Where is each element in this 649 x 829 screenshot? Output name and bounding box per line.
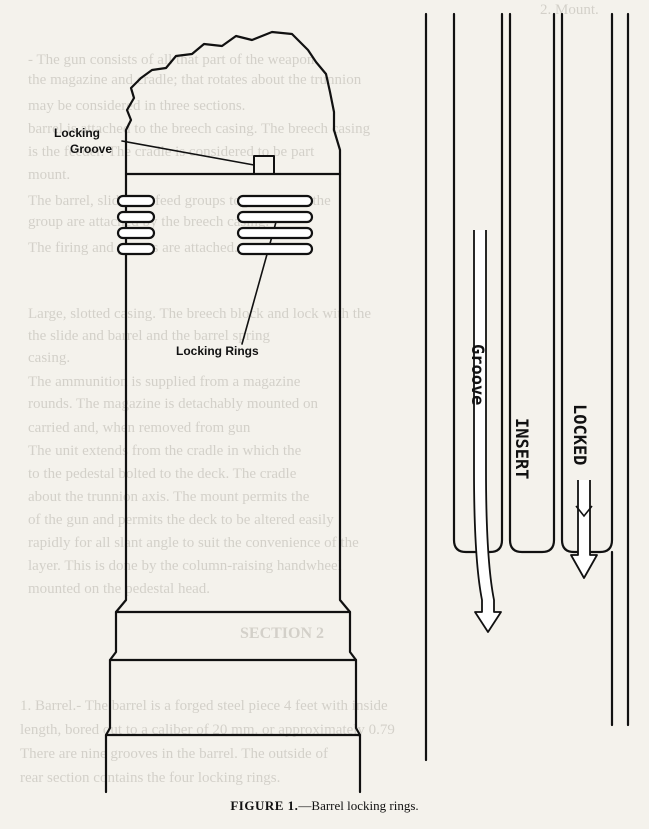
barrel-drawing	[104, 30, 362, 794]
bleed-line: rounds. The magazine is detachably mount…	[28, 396, 319, 412]
locking-ring	[116, 226, 156, 240]
bleed-line: The ammunition is supplied from a magazi…	[28, 374, 301, 390]
locking-rings-left	[116, 194, 156, 256]
bleed-line: the slide and barrel and the barrel spri…	[28, 328, 270, 344]
locking-ring	[236, 226, 314, 240]
locking-ring	[116, 194, 156, 208]
bleed-line: layer. This is done by the column-raisin…	[28, 558, 342, 574]
caption-title: Barrel locking rings.	[311, 798, 419, 813]
bleed-line: of the gun and permits the deck to be al…	[28, 512, 334, 528]
bleed-line: Large, slotted casing. The breech block …	[28, 306, 371, 322]
bleed-line: The unit extends from the cradle in whic…	[28, 443, 302, 459]
bleed-line: to the pedestal bolted to the deck. The …	[28, 466, 297, 482]
barrel-outline	[104, 30, 362, 794]
locking-ring	[236, 242, 314, 256]
bleed-line: the magazine and cradle; that rotates ab…	[28, 72, 362, 88]
locking-groove-label: Locking	[54, 126, 100, 140]
locking-groove-label: Groove	[70, 142, 112, 156]
bleed-through-text: 2. Mount. - The gun consists of all that…	[20, 2, 599, 786]
locking-ring	[236, 194, 314, 208]
bleed-line: may be considered in three sections.	[28, 98, 245, 114]
locking-ring	[116, 210, 156, 224]
locking-rings-leader	[241, 221, 277, 345]
bleed-line: carried and, when removed from gun	[28, 420, 251, 436]
bleed-line: rapidly for all slant angle to suit the …	[28, 535, 359, 551]
bleed-line: mount.	[28, 167, 70, 183]
figure-caption: FIGURE 1.—Barrel locking rings.	[0, 798, 649, 814]
locking-rings-label: Locking Rings	[176, 344, 259, 358]
bleed-line: barrel is attached to the breech casing.…	[28, 121, 371, 137]
bleed-line: 1. Barrel.- The barrel is a forged steel…	[20, 698, 388, 714]
figure-number: FIGURE 1.	[230, 798, 299, 813]
caption-dash: —	[298, 798, 312, 813]
locked-marks	[575, 505, 593, 518]
bleed-line: There are nine grooves in the barrel. Th…	[20, 746, 328, 762]
locking-ring	[116, 242, 156, 256]
locking-rings-right	[236, 194, 314, 256]
bleed-line: rear section contains the four locking r…	[20, 770, 280, 786]
bleed-line: is the feeder. The cradle is considered …	[28, 144, 315, 160]
insert-arrow	[473, 230, 598, 633]
groove-label: Groove	[467, 344, 487, 405]
locked-label: LOCKED	[569, 404, 589, 465]
groove-channels	[424, 12, 630, 762]
locked-channel	[560, 12, 614, 554]
insert-channel	[508, 12, 556, 554]
locking-groove-leader	[121, 140, 255, 166]
bleed-line: 2. Mount.	[540, 2, 599, 18]
insert-label: INSERT	[511, 418, 531, 479]
locking-ring	[236, 210, 314, 224]
bleed-line: casing.	[28, 350, 70, 366]
bleed-line: mounted on the pedestal head.	[28, 581, 210, 597]
bleed-line: SECTION 2	[240, 625, 324, 642]
bleed-line: about the trunnion axis. The mount permi…	[28, 489, 310, 505]
